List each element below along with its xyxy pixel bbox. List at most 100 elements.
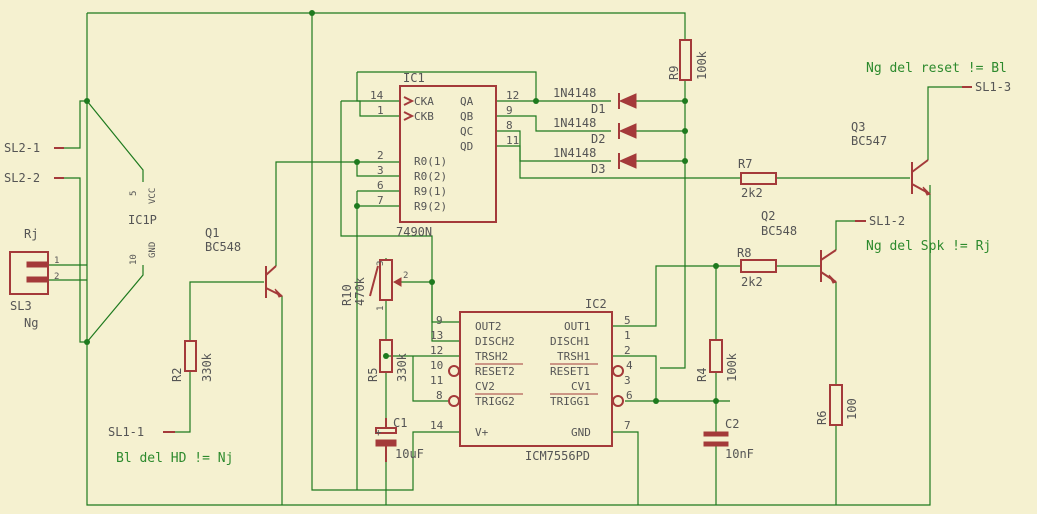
- r10-pin: 2: [403, 271, 408, 281]
- ic2-pin-name: TRSH2: [475, 350, 508, 363]
- net-q2-collector: [835, 220, 855, 250]
- net-q1-base: [189, 281, 264, 341]
- net-ic1p-vcc: [86, 100, 144, 182]
- junction-dot: [84, 98, 90, 104]
- net-ic2-gnd: [612, 431, 639, 505]
- r2-resistor: R2 330k: [170, 340, 214, 382]
- ic1-pin-name: R9(1): [414, 185, 447, 198]
- ic2-bubble: [612, 395, 624, 407]
- net-r2-sl1: [175, 371, 191, 433]
- sl3-name: SL3: [10, 299, 32, 313]
- sl3-rj-note: Rj: [24, 227, 38, 241]
- ic2-pin-number: 9: [436, 314, 443, 327]
- ic2-name: IC2: [585, 297, 607, 311]
- r9-resistor: R9 100k: [667, 39, 709, 81]
- ic1-pin-number: 12: [506, 89, 519, 102]
- ic1-pin-name: QC: [460, 125, 473, 138]
- net-sl2-2: [64, 177, 87, 343]
- r9-body: [679, 39, 692, 81]
- net-qd: [496, 145, 741, 179]
- r10-potentiometer: R10 470k 1 2 3: [340, 259, 408, 311]
- d1-triangle: [618, 93, 637, 109]
- ic2-pin-number: 6: [626, 389, 633, 402]
- ic1-pin-number: 7: [377, 194, 384, 207]
- ic2-pin-number: 13: [430, 329, 443, 342]
- r8-resistor: R8 2k2: [737, 246, 777, 289]
- r4-resistor: R4 100k: [695, 339, 739, 382]
- ic2-pin-name: GND: [571, 426, 591, 439]
- ic1-pin-name: QD: [460, 140, 473, 153]
- ic2-pin-number: 4: [626, 359, 633, 372]
- ic1-name: IC1: [403, 71, 425, 85]
- hd-note: Bl del HD != Nj: [116, 451, 233, 466]
- r5-value: 330k: [395, 352, 409, 382]
- ic1-pin-number: 11: [506, 134, 519, 147]
- junction-dot: [533, 98, 539, 104]
- reset-note: Ng del reset != Bl: [866, 61, 1007, 76]
- ic1-pin-name: R9(2): [414, 200, 447, 213]
- net-ic2-trig2: [412, 356, 448, 402]
- q1-value: BC548: [205, 240, 241, 254]
- junction-dot: [682, 128, 688, 134]
- sl1-3-connector: SL1-3 Ng del reset != Bl: [866, 61, 1011, 94]
- ic1-pin-name: CKB: [414, 110, 434, 123]
- sl3-pin: [26, 276, 48, 283]
- ic1p-vcc-label: VCC: [148, 188, 158, 204]
- junction-dot: [713, 263, 719, 269]
- q3-arrow: [922, 186, 931, 196]
- q3-transistor: Q3 BC547: [851, 120, 931, 196]
- c2-capacitor: C2 10nF: [703, 417, 754, 461]
- ic2-pin-number: 1: [624, 329, 631, 342]
- ic1p-gnd-pin: 10: [129, 254, 139, 265]
- c1-plate-neg: [375, 439, 397, 447]
- ic1-pin-name: QA: [460, 95, 474, 108]
- ic2-pin-name: TRIGG2: [475, 395, 515, 408]
- q1-transistor: Q1 BC548: [205, 226, 283, 298]
- ic1-pin-number: 1: [377, 104, 384, 117]
- junction-dot: [429, 279, 435, 285]
- r5-body: [379, 339, 393, 373]
- ic1-pin-name: CKA: [414, 95, 434, 108]
- r7-value: 2k2: [741, 186, 763, 200]
- ic1-clock-mark: [403, 111, 415, 121]
- r8-body: [740, 259, 777, 273]
- d1-value: 1N4148: [553, 86, 596, 100]
- q2-transistor: Q2 BC548: [761, 209, 837, 284]
- net-ic1-clk: [357, 71, 537, 101]
- net-ic1-ckb2: [341, 100, 400, 117]
- junction-dot: [682, 98, 688, 104]
- junction-dot: [84, 339, 90, 345]
- ic2-pin-name: OUT2: [475, 320, 502, 333]
- net-ic2-out1: [612, 265, 741, 327]
- ic1-body: [399, 85, 497, 223]
- sl3-pin: [26, 261, 48, 268]
- q1-name: Q1: [205, 226, 219, 240]
- c1-value: 10uF: [395, 447, 424, 461]
- r10-pin: 3: [376, 261, 386, 266]
- sl1-3-label: SL1-3: [975, 80, 1011, 94]
- sl3-pin1-label: 1: [54, 256, 59, 266]
- sl1-1-label: SL1-1: [108, 425, 144, 439]
- q1-arrow: [274, 288, 283, 298]
- ic1-value: 7490N: [396, 225, 432, 239]
- r6-resistor: R6 100: [815, 384, 859, 426]
- net-sl2-1: [64, 100, 87, 149]
- ic1p-name: IC1P: [128, 213, 157, 227]
- ic2-pin-name: DISCH2: [475, 335, 515, 348]
- wires: [48, 12, 962, 506]
- d3-name: D3: [591, 162, 605, 176]
- ic2-bubble: [448, 365, 460, 377]
- sl1-2-connector: SL1-2 Ng del Spk != Rj: [855, 214, 991, 254]
- ic2-pin-number: 3: [624, 374, 631, 387]
- net-qb: [496, 115, 611, 132]
- net-q3-collector: [927, 86, 962, 160]
- c1-name: C1: [393, 416, 407, 430]
- r7-resistor: R7 2k2: [738, 157, 777, 200]
- ic2-bubble: [612, 365, 624, 377]
- r6-body: [829, 384, 843, 426]
- d2-triangle: [618, 123, 637, 139]
- net-ground: [86, 185, 931, 506]
- q1-collector-leg: [265, 265, 277, 276]
- sl2-1-label: SL2-1: [4, 141, 40, 155]
- ic1-pin-number: 14: [370, 89, 384, 102]
